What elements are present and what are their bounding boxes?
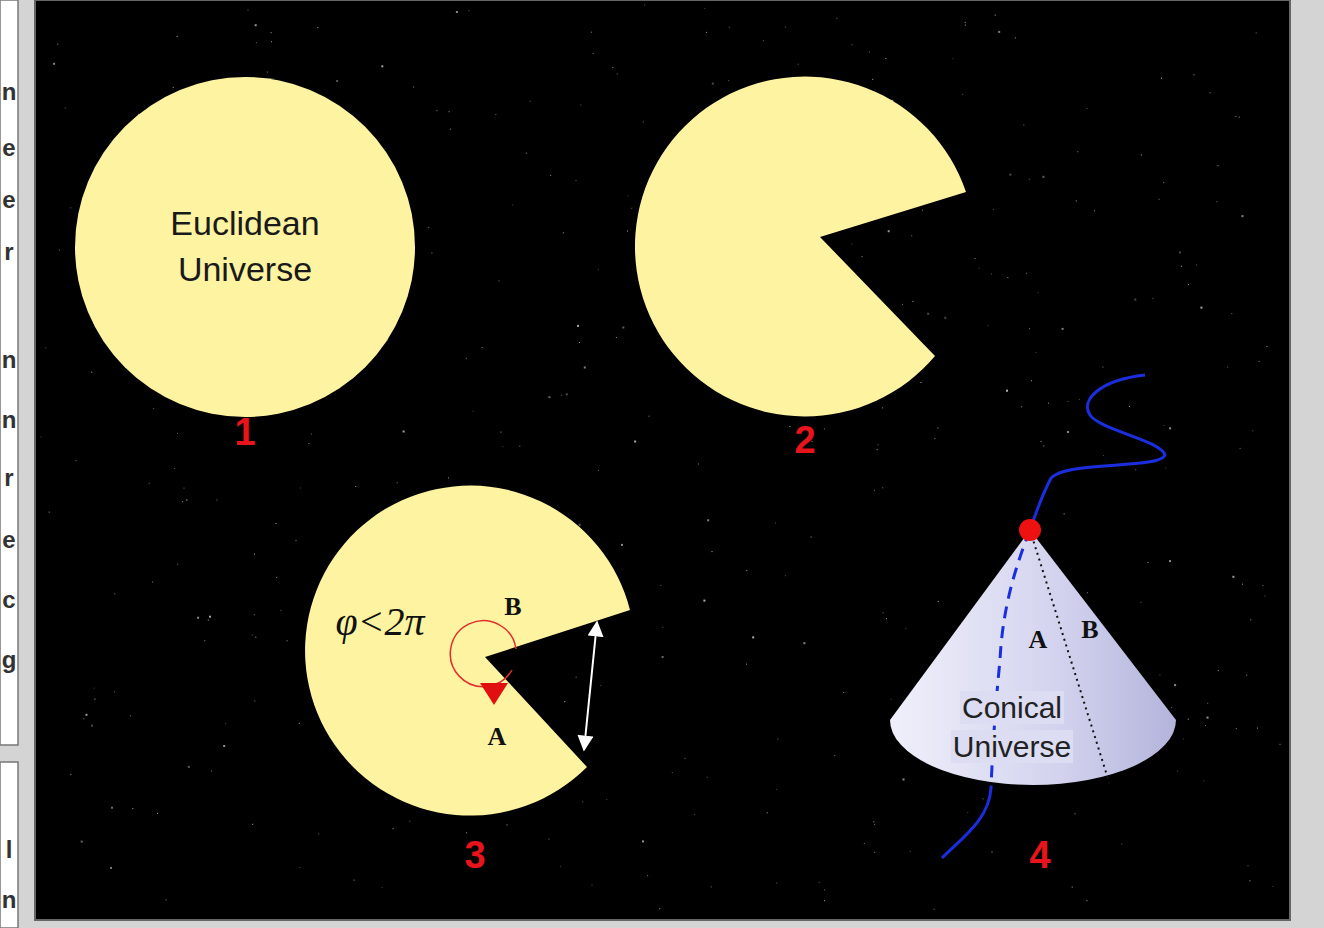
page-text-fragment: n (2, 888, 17, 912)
euclidean-disk: Euclidean Universe (75, 77, 415, 417)
page-text-fragment: g (2, 648, 17, 672)
stars (41, 5, 1281, 910)
figure-number: 4 (1029, 836, 1050, 874)
page-text-fragment: n (2, 80, 17, 104)
page-text-fragment: n (2, 348, 17, 372)
page-text-fragment: r (4, 466, 13, 490)
page-text-fragment: n (2, 408, 17, 432)
page-text-fragment: l (6, 838, 13, 862)
angle-marker (480, 683, 508, 705)
node-title: Euclidean Universe (155, 201, 335, 293)
page-text-fragment: r (4, 240, 13, 264)
point-label: B (504, 594, 521, 620)
figure-number: 2 (794, 421, 815, 459)
cut-disk (635, 76, 966, 416)
point-label: A (488, 724, 507, 750)
figure-number: 1 (234, 413, 255, 451)
page-text-fragment: e (2, 528, 15, 552)
point-label: B (1081, 617, 1098, 643)
cut-disk (305, 486, 630, 816)
page-text-fragment: c (2, 588, 15, 612)
page-strip (0, 762, 18, 928)
angle-formula: φ<2π (335, 602, 424, 642)
node-title: Conical Universe (932, 688, 1092, 766)
conical-universe: Conical Universe (885, 520, 1180, 790)
page-text-fragment: e (2, 136, 15, 160)
space-panel (35, 0, 1290, 920)
angle-arc (450, 621, 516, 687)
gap-arrow (584, 622, 597, 750)
figure-number: 3 (464, 836, 485, 874)
page-text-fragment: e (2, 188, 15, 212)
point-label: A (1029, 627, 1048, 653)
page-strip (0, 0, 18, 745)
